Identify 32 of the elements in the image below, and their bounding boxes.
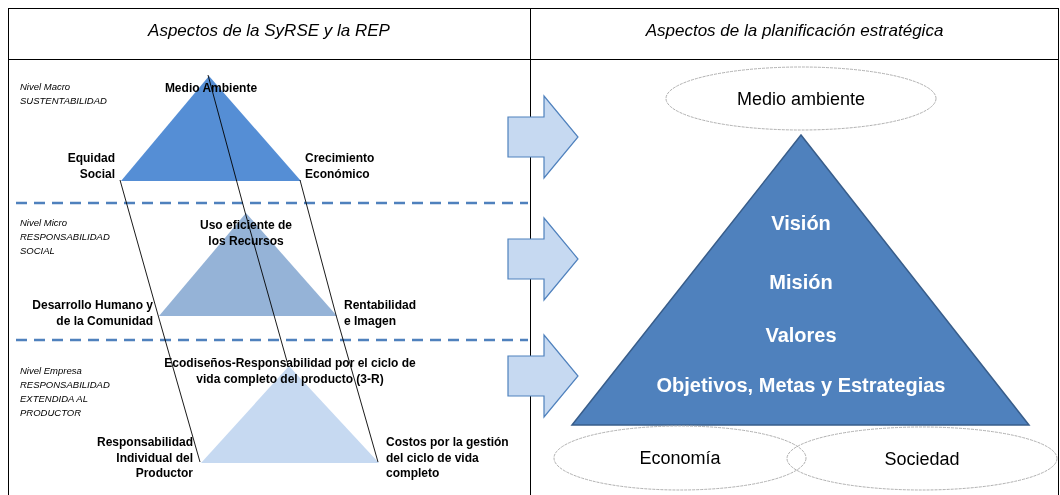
vertex-label: Rentabilidad e Imagen [344,298,416,330]
level-label: Nivel Micro [20,216,68,230]
pyramid-level-label: Misión [768,270,834,295]
vertex-label: Responsabilidad Individual del Productor [95,435,193,482]
block-arrow [507,94,579,180]
pyramid-level-label: Valores [764,323,838,348]
ellipse-label: Sociedad [883,447,961,471]
connector-line [335,314,379,463]
level-label: RESPONSABILIDAD SOCIAL [20,230,111,258]
vertex-label: Equidad Social [66,151,115,183]
connector-line [244,211,289,366]
vertex-label: Crecimiento Económico [305,151,376,183]
level-label: RESPONSABILIDAD EXTENDIDA AL PRODUCTOR [20,378,111,420]
block-arrow [507,216,579,302]
right-panel [530,8,1059,495]
block-arrow [507,333,579,419]
connector-line [207,74,246,213]
connector-line [299,179,337,316]
left-panel [8,8,530,495]
ellipse-label: Economía [638,447,722,470]
level-label: Nivel Empresa [20,364,83,378]
vertex-label: Desarrollo Humano y de la Comunidad [31,298,153,330]
level-label: SUSTENTABILIDAD [20,94,108,108]
connector-line [157,314,201,463]
panel-heading: Aspectos de la planificación estratégica [644,20,945,42]
vertex-label: Costos por la gestión del ciclo de vida completo [386,435,510,482]
ellipse-label: Medio ambiente [735,87,867,111]
panel-heading: Aspectos de la SyRSE y la REP [146,20,391,42]
pyramid-level-label: Objetivos, Metas y Estrategias [655,373,947,398]
pyramid-level-label: Visión [770,211,832,236]
level-label: Nivel Macro [20,80,72,94]
connector-line [119,179,159,316]
